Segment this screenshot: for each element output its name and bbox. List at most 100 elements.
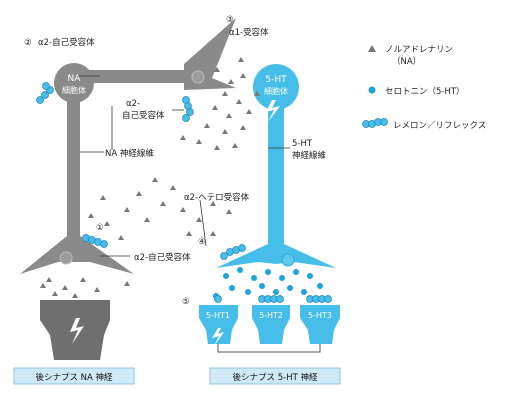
alpha2-heteroreceptor bbox=[281, 253, 295, 267]
ht-soma-label: 細胞体 bbox=[264, 86, 288, 96]
remeron-cluster bbox=[36, 82, 54, 104]
ht-molecule bbox=[259, 283, 265, 289]
receptor-5ht2-label: 5-HT2 bbox=[259, 311, 283, 320]
na-soma-label: NA bbox=[68, 74, 82, 84]
na-molecule bbox=[62, 285, 68, 290]
ht-molecule bbox=[307, 273, 313, 279]
alpha2-autoreceptor-mid-label: 自己受容体 bbox=[122, 110, 165, 121]
marker-1: ① bbox=[96, 223, 104, 233]
ht-molecule bbox=[229, 285, 235, 291]
na-molecule bbox=[160, 201, 166, 206]
na-molecule bbox=[104, 221, 110, 226]
na-molecule bbox=[238, 57, 244, 62]
ht-molecule bbox=[245, 289, 251, 295]
na-molecule bbox=[52, 291, 58, 296]
ht-molecule bbox=[317, 283, 323, 289]
na-molecule bbox=[72, 293, 78, 298]
ht-molecule bbox=[287, 285, 293, 291]
alpha2-heteroreceptor-label: α2-ヘテロ受容体 bbox=[184, 192, 250, 203]
remeron-cluster bbox=[258, 295, 284, 303]
ht-molecules bbox=[213, 267, 323, 299]
ht-molecule bbox=[293, 269, 299, 275]
na-molecule bbox=[196, 139, 202, 144]
na-molecule bbox=[196, 217, 202, 222]
na-molecule bbox=[94, 287, 100, 292]
receptor-5ht2 bbox=[252, 305, 290, 344]
na-terminal-bottom bbox=[20, 236, 134, 274]
ht-axon bbox=[268, 96, 284, 254]
lightning-icon bbox=[70, 318, 84, 344]
alpha2-autoreceptor-top-label: α2-自己受容体 bbox=[38, 37, 95, 48]
na-molecule bbox=[246, 109, 252, 114]
remeron-cluster bbox=[82, 234, 108, 248]
marker-2: ② bbox=[24, 38, 32, 48]
leader-line bbox=[199, 199, 207, 247]
receptor-5ht1 bbox=[199, 305, 238, 344]
ht-soma bbox=[253, 64, 299, 110]
legend-na-label: ノルアドレナリン bbox=[385, 45, 453, 55]
na-molecule bbox=[180, 135, 186, 140]
legend-na-label: （NA） bbox=[392, 56, 421, 67]
na-soma-label: 細胞体 bbox=[62, 85, 86, 95]
na-molecule bbox=[204, 123, 210, 128]
na-molecule bbox=[214, 145, 220, 150]
na-molecule bbox=[170, 185, 176, 190]
na-neuron bbox=[20, 18, 236, 274]
legend-serotonin-label: セロトニン（5-HT） bbox=[385, 86, 465, 97]
na-molecule bbox=[180, 207, 186, 212]
receptor-bracket bbox=[217, 344, 321, 353]
ht-molecule-on-5ht1 bbox=[214, 295, 222, 303]
marker-4: ④ bbox=[198, 237, 206, 247]
receptor-5ht3-label: 5-HT3 bbox=[308, 311, 332, 320]
na-fiber-label: NA 神経線維 bbox=[105, 148, 154, 159]
postsynaptic-na bbox=[40, 300, 110, 360]
na-molecules bbox=[40, 57, 260, 298]
na-molecule bbox=[88, 213, 94, 218]
na-molecule bbox=[118, 235, 124, 240]
legend-remeron-label: レメロン／リフレックス bbox=[393, 121, 486, 131]
receptor-5ht1-label: 5-HT1 bbox=[206, 311, 230, 320]
ht-fiber-label: 5-HT bbox=[292, 139, 313, 149]
ht-molecule bbox=[279, 275, 285, 281]
caption-ht-bg bbox=[209, 367, 341, 385]
na-molecule bbox=[124, 281, 130, 286]
alpha2-autoreceptor-mid-label: α2- bbox=[126, 99, 140, 109]
na-molecule bbox=[236, 99, 242, 104]
marker-5: ⑤ bbox=[182, 297, 190, 307]
ht-terminal bbox=[216, 244, 336, 268]
triangle-icon bbox=[368, 45, 376, 52]
na-molecule bbox=[210, 231, 216, 236]
dot-icon bbox=[368, 86, 376, 94]
na-molecule bbox=[222, 129, 228, 134]
ht-molecule bbox=[265, 269, 271, 275]
lightning-icon bbox=[266, 100, 280, 122]
na-molecule bbox=[152, 177, 158, 182]
na-molecule bbox=[254, 91, 260, 96]
alpha2-autoreceptor-bottom bbox=[59, 251, 73, 265]
na-molecule bbox=[80, 277, 86, 282]
na-molecule bbox=[186, 231, 192, 236]
ht-neuron bbox=[216, 64, 336, 268]
remeron-molecules bbox=[36, 82, 332, 303]
alpha2-autoreceptor-top bbox=[191, 70, 205, 84]
ht-soma-label: 5-HT bbox=[265, 75, 287, 85]
na-molecule bbox=[240, 73, 246, 78]
remeron-cluster bbox=[220, 244, 246, 260]
cluster-icon bbox=[362, 118, 388, 128]
ht-molecule bbox=[301, 289, 307, 295]
alpha2-autoreceptor-low-label: α2-自己受容体 bbox=[134, 252, 191, 263]
na-molecule bbox=[212, 105, 218, 110]
na-molecule bbox=[222, 91, 228, 96]
alpha1-receptor-label: α1-受容体 bbox=[229, 27, 269, 38]
na-molecule bbox=[214, 67, 220, 72]
na-molecule bbox=[46, 277, 52, 282]
caption-na-box: 後シナプス NA 神経 bbox=[13, 367, 135, 385]
na-molecule bbox=[240, 125, 246, 130]
na-axon-branch bbox=[78, 70, 198, 83]
na-molecule bbox=[232, 143, 238, 148]
caption-na: 後シナプス NA 神経 bbox=[35, 372, 113, 383]
ht-molecule bbox=[251, 275, 257, 281]
na-molecule bbox=[228, 79, 234, 84]
remeron-cluster bbox=[306, 295, 332, 303]
